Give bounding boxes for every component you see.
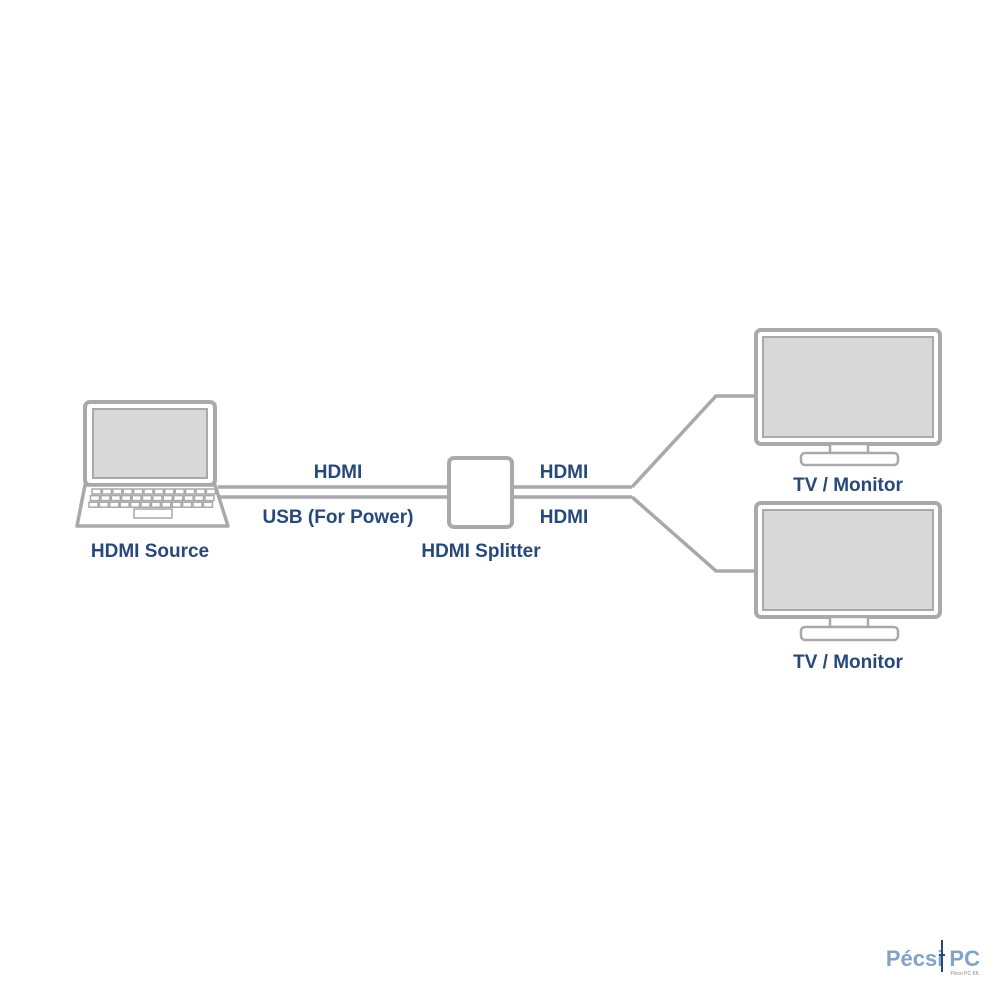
node-label-display-top: TV / Monitor — [793, 475, 903, 496]
keyboard-key — [162, 494, 174, 502]
keyboard-key — [122, 488, 133, 495]
keyboard-key — [112, 488, 123, 495]
splitter-box-icon — [447, 456, 514, 529]
brand-logo-text: Pécsi PC — [886, 946, 980, 971]
keyboard-key — [152, 494, 163, 502]
brand-tagline: Pécsi PC Kft. — [951, 971, 980, 977]
keyboard-key — [150, 501, 162, 508]
keyboard-key — [193, 494, 205, 502]
keyboard-key — [98, 501, 110, 508]
keyboard-key — [181, 501, 193, 508]
monitor-bottom-icon — [754, 501, 942, 642]
keyboard-key — [88, 501, 99, 508]
keyboard — [88, 488, 217, 508]
keyboard-key — [140, 501, 151, 508]
keyboard-key — [171, 501, 182, 508]
node-label-display-bottom: TV / Monitor — [793, 652, 903, 673]
cable-label-usb-power: USB (For Power) — [263, 507, 414, 528]
cable-label-hdmi-out-bottom: HDMI — [540, 507, 589, 528]
keyboard-key — [143, 488, 154, 495]
hdmi-cable-branch-top — [630, 394, 756, 489]
keyboard-key — [192, 501, 203, 508]
keyboard-key — [131, 494, 142, 502]
keyboard-key — [202, 501, 214, 508]
tv-tower-icon — [939, 940, 945, 972]
laptop-icon — [75, 400, 230, 528]
keyboard-key — [164, 488, 175, 495]
keyboard-key — [132, 488, 144, 495]
keyboard-key — [120, 494, 132, 502]
keyboard-key — [110, 494, 122, 502]
keyboard-key — [183, 494, 194, 502]
brand-logo: Pécsi PC Pécsi PC Kft. — [886, 940, 980, 977]
keyboard-key — [100, 494, 111, 502]
cable-label-hdmi-out-top: HDMI — [540, 462, 589, 483]
keyboard-key — [89, 494, 101, 502]
keyboard-key — [161, 501, 172, 508]
keyboard-key — [205, 488, 217, 495]
hdmi-cable-branch-bottom — [630, 495, 756, 573]
keyboard-key — [153, 488, 165, 495]
keyboard-key — [119, 501, 130, 508]
keyboard-key — [101, 488, 113, 495]
keyboard-key — [174, 488, 185, 495]
keyboard-key — [129, 501, 141, 508]
cable-label-hdmi-in: HDMI — [314, 462, 363, 483]
node-label-source: HDMI Source — [91, 541, 209, 562]
keyboard-key — [204, 494, 215, 502]
keyboard-key — [141, 494, 153, 502]
node-label-splitter: HDMI Splitter — [421, 541, 541, 562]
keyboard-key — [195, 488, 206, 495]
cables — [218, 394, 756, 573]
keyboard-key — [91, 488, 102, 495]
keyboard-key — [172, 494, 184, 502]
keyboard-key — [184, 488, 196, 495]
monitor-top-icon — [754, 328, 942, 467]
keyboard-key — [109, 501, 120, 508]
